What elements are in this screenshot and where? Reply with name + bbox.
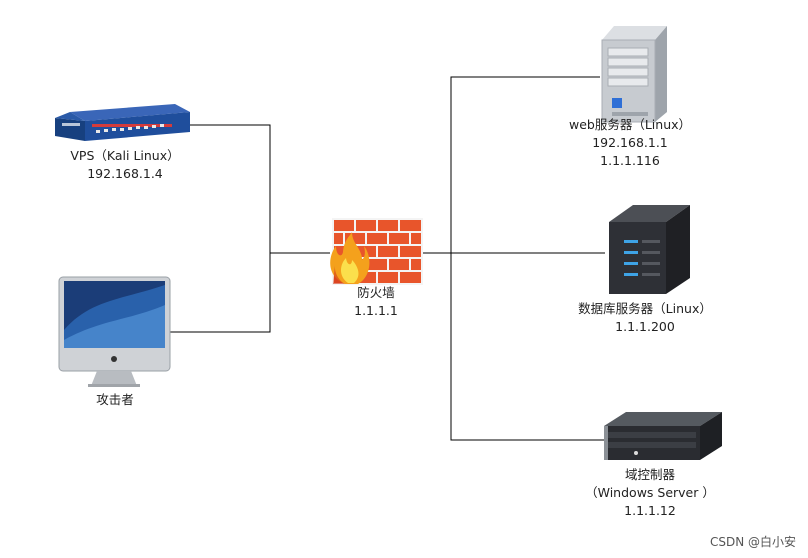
web-server-name: web服务器（Linux） [568, 117, 692, 132]
dc-server-ip: 1.1.1.12 [624, 503, 676, 518]
attacker-name: 攻击者 [96, 392, 134, 407]
link-firewall-servers [422, 76, 600, 254]
dc-server-name: 域控制器 [624, 467, 675, 482]
tower-server-icon [601, 26, 667, 123]
firewall-ip: 1.1.1.1 [354, 303, 398, 318]
dark-server-icon [609, 205, 690, 294]
link-dc-server [450, 253, 605, 441]
vps-ip: 192.168.1.4 [87, 166, 163, 181]
dc-server-label: 域控制器 （Windows Server ） 1.1.1.12 [585, 466, 715, 520]
rack-server-icon [604, 412, 722, 460]
fire-icon [330, 232, 370, 284]
vps-label: VPS（Kali Linux） 192.168.1.4 [40, 147, 210, 183]
router-icon [55, 104, 190, 141]
web-server-ip-public: 1.1.1.116 [600, 153, 660, 168]
web-server-label: web服务器（Linux） 192.168.1.1 1.1.1.116 [560, 116, 700, 170]
link-vps-firewall [190, 124, 330, 254]
db-server-ip: 1.1.1.200 [615, 319, 675, 334]
link-attacker-firewall [170, 253, 271, 333]
dc-server-os: （Windows Server ） [585, 485, 715, 500]
web-server-ip-private: 192.168.1.1 [592, 135, 668, 150]
watermark: CSDN @白小安 [709, 535, 796, 549]
db-server-label: 数据库服务器（Linux） 1.1.1.200 [570, 300, 720, 336]
imac-icon [58, 276, 171, 387]
db-server-name: 数据库服务器（Linux） [578, 301, 712, 316]
firewall-name: 防火墙 [357, 285, 395, 300]
firewall-label: 防火墙 1.1.1.1 [330, 284, 422, 320]
connection-lines [170, 76, 605, 441]
firewall-icon [330, 218, 423, 285]
vps-name: VPS（Kali Linux） [70, 148, 180, 163]
attacker-label: 攻击者 [65, 391, 165, 409]
